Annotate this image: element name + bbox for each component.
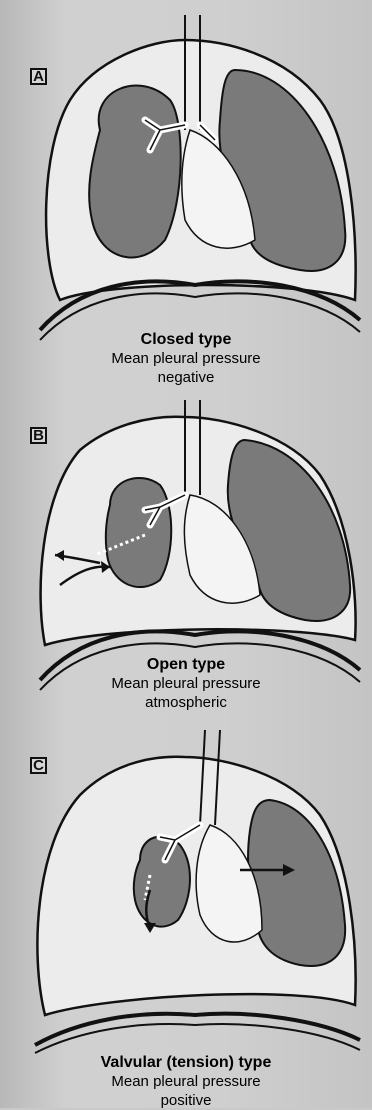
caption-title: Closed type <box>0 330 372 349</box>
caption-line-1: Mean pleural pressure <box>0 349 372 368</box>
panel-label-b: B <box>30 427 47 444</box>
caption-title: Valvular (tension) type <box>0 1053 372 1072</box>
right-lung-collapsed <box>134 837 190 927</box>
left-lung-compressed <box>248 800 345 966</box>
open-type-diagram <box>0 395 372 695</box>
panel-open-type: B Open type Mean pleural pressure atmosp… <box>0 395 372 725</box>
panel-label-c: C <box>30 757 47 774</box>
caption-line-2: negative <box>0 368 372 387</box>
closed-type-diagram <box>0 0 372 372</box>
caption-line-2: atmospheric <box>0 693 372 712</box>
caption-open-type: Open type Mean pleural pressure atmosphe… <box>0 655 372 712</box>
caption-closed-type: Closed type Mean pleural pressure negati… <box>0 330 372 387</box>
panel-valvular-type: C Valvular (tension) type Mean pleural p… <box>0 725 372 1108</box>
panel-closed-type: A Closed type Mean pleural pressure nega… <box>0 0 372 372</box>
caption-line-1: Mean pleural pressure <box>0 1072 372 1091</box>
caption-line-2: positive <box>0 1091 372 1110</box>
panel-label-a: A <box>30 68 47 85</box>
caption-valvular-type: Valvular (tension) type Mean pleural pre… <box>0 1053 372 1110</box>
right-lung-collapsed <box>106 478 171 587</box>
caption-line-1: Mean pleural pressure <box>0 674 372 693</box>
caption-title: Open type <box>0 655 372 674</box>
right-lung <box>89 86 181 258</box>
valvular-type-diagram <box>0 725 372 1055</box>
diaphragm-depressed <box>35 1014 360 1045</box>
